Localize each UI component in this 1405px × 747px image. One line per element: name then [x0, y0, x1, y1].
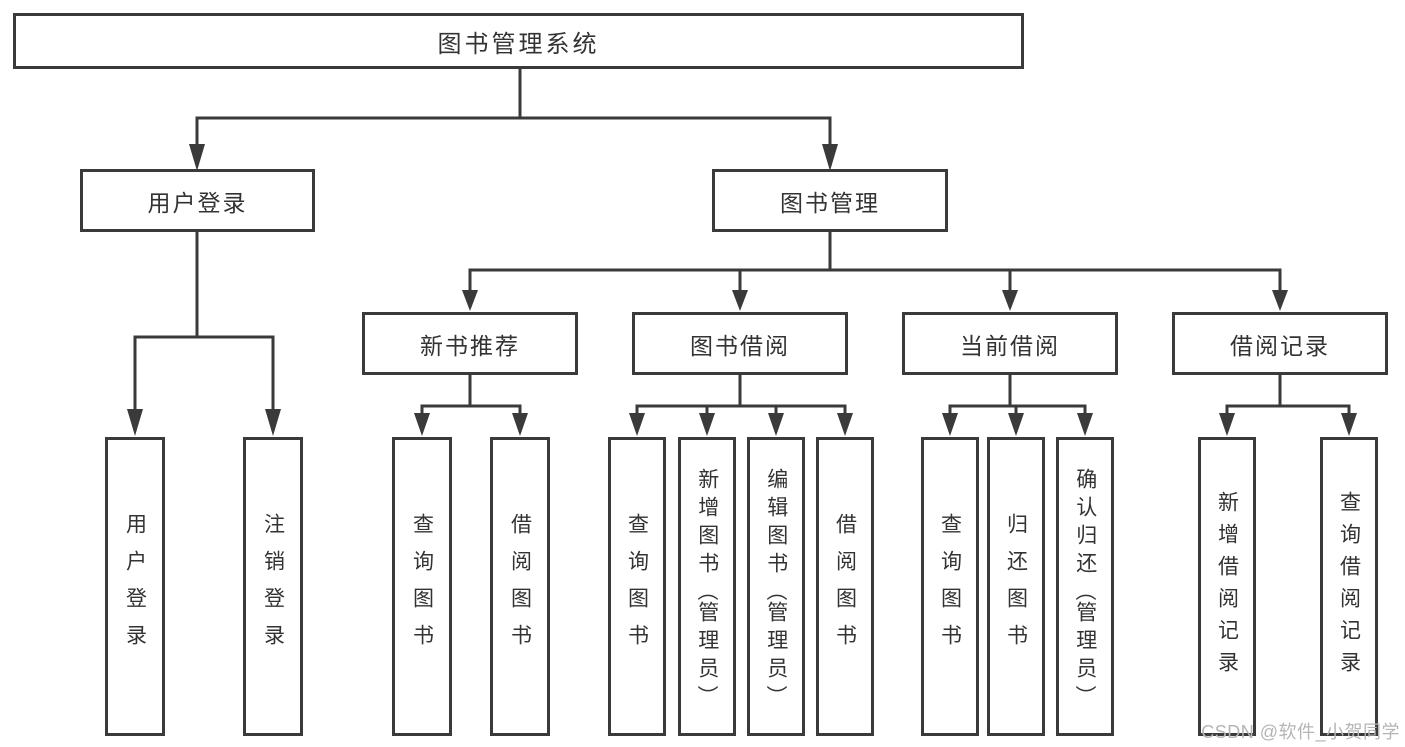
node-book-borrowing: 图书借阅 [632, 312, 848, 375]
leaf-borrow-query-books: 查询图书 [608, 437, 666, 736]
leaf-newrec-query-books-label: 查询图书 [410, 512, 434, 661]
leaf-borrow-query-books-label: 查询图书 [625, 512, 649, 661]
leaf-return-books-label: 归还图书 [1004, 512, 1028, 661]
leaf-current-query-books: 查询图书 [921, 437, 979, 736]
leaf-user-login: 用户登录 [105, 437, 165, 736]
leaf-borrow-books: 借阅图书 [816, 437, 874, 736]
leaf-edit-books-admin-label: 编辑图书（管理员） [764, 467, 788, 713]
node-user-login: 用户登录 [80, 169, 315, 232]
leaf-user-login-label: 用户登录 [123, 512, 147, 661]
node-book-management-label: 图书管理 [780, 189, 880, 216]
leaf-borrow-books-label: 借阅图书 [833, 512, 857, 661]
node-new-book-recommend: 新书推荐 [362, 312, 578, 375]
leaf-confirm-return-admin-label: 确认归还（管理员） [1073, 467, 1097, 713]
leaf-current-query-books-label: 查询图书 [938, 512, 962, 661]
node-current-borrowing: 当前借阅 [902, 312, 1118, 375]
leaf-query-borrow-record: 查询借阅记录 [1320, 437, 1378, 736]
node-new-book-recommend-label: 新书推荐 [420, 332, 520, 359]
leaf-logout-label: 注销登录 [261, 512, 285, 661]
leaf-confirm-return-admin: 确认归还（管理员） [1056, 437, 1114, 736]
node-borrowing-records-label: 借阅记录 [1230, 332, 1330, 359]
leaf-newrec-borrow-books: 借阅图书 [490, 437, 550, 736]
leaf-add-borrow-record-label: 新增借阅记录 [1215, 490, 1239, 683]
leaf-query-borrow-record-label: 查询借阅记录 [1337, 490, 1361, 683]
leaf-add-books-admin-label: 新增图书（管理员） [695, 467, 719, 713]
node-book-management: 图书管理 [712, 169, 948, 232]
node-user-login-label: 用户登录 [147, 189, 248, 216]
node-current-borrowing-label: 当前借阅 [960, 332, 1060, 359]
leaf-return-books: 归还图书 [987, 437, 1045, 736]
node-borrowing-records: 借阅记录 [1172, 312, 1388, 375]
node-library-system: 图书管理系统 [13, 13, 1024, 69]
node-library-system-label: 图书管理系统 [437, 30, 600, 58]
leaf-add-books-admin: 新增图书（管理员） [678, 437, 736, 736]
leaf-logout: 注销登录 [243, 437, 303, 736]
node-book-borrowing-label: 图书借阅 [690, 332, 790, 359]
leaf-newrec-borrow-books-label: 借阅图书 [508, 512, 532, 661]
leaf-add-borrow-record: 新增借阅记录 [1198, 437, 1256, 736]
arrowheads [127, 144, 1357, 436]
csdn-watermark: CSDN @软件_小贺同学 [1201, 722, 1400, 742]
tree-edges [133, 67, 1351, 415]
leaf-edit-books-admin: 编辑图书（管理员） [747, 437, 805, 736]
leaf-newrec-query-books: 查询图书 [392, 437, 452, 736]
